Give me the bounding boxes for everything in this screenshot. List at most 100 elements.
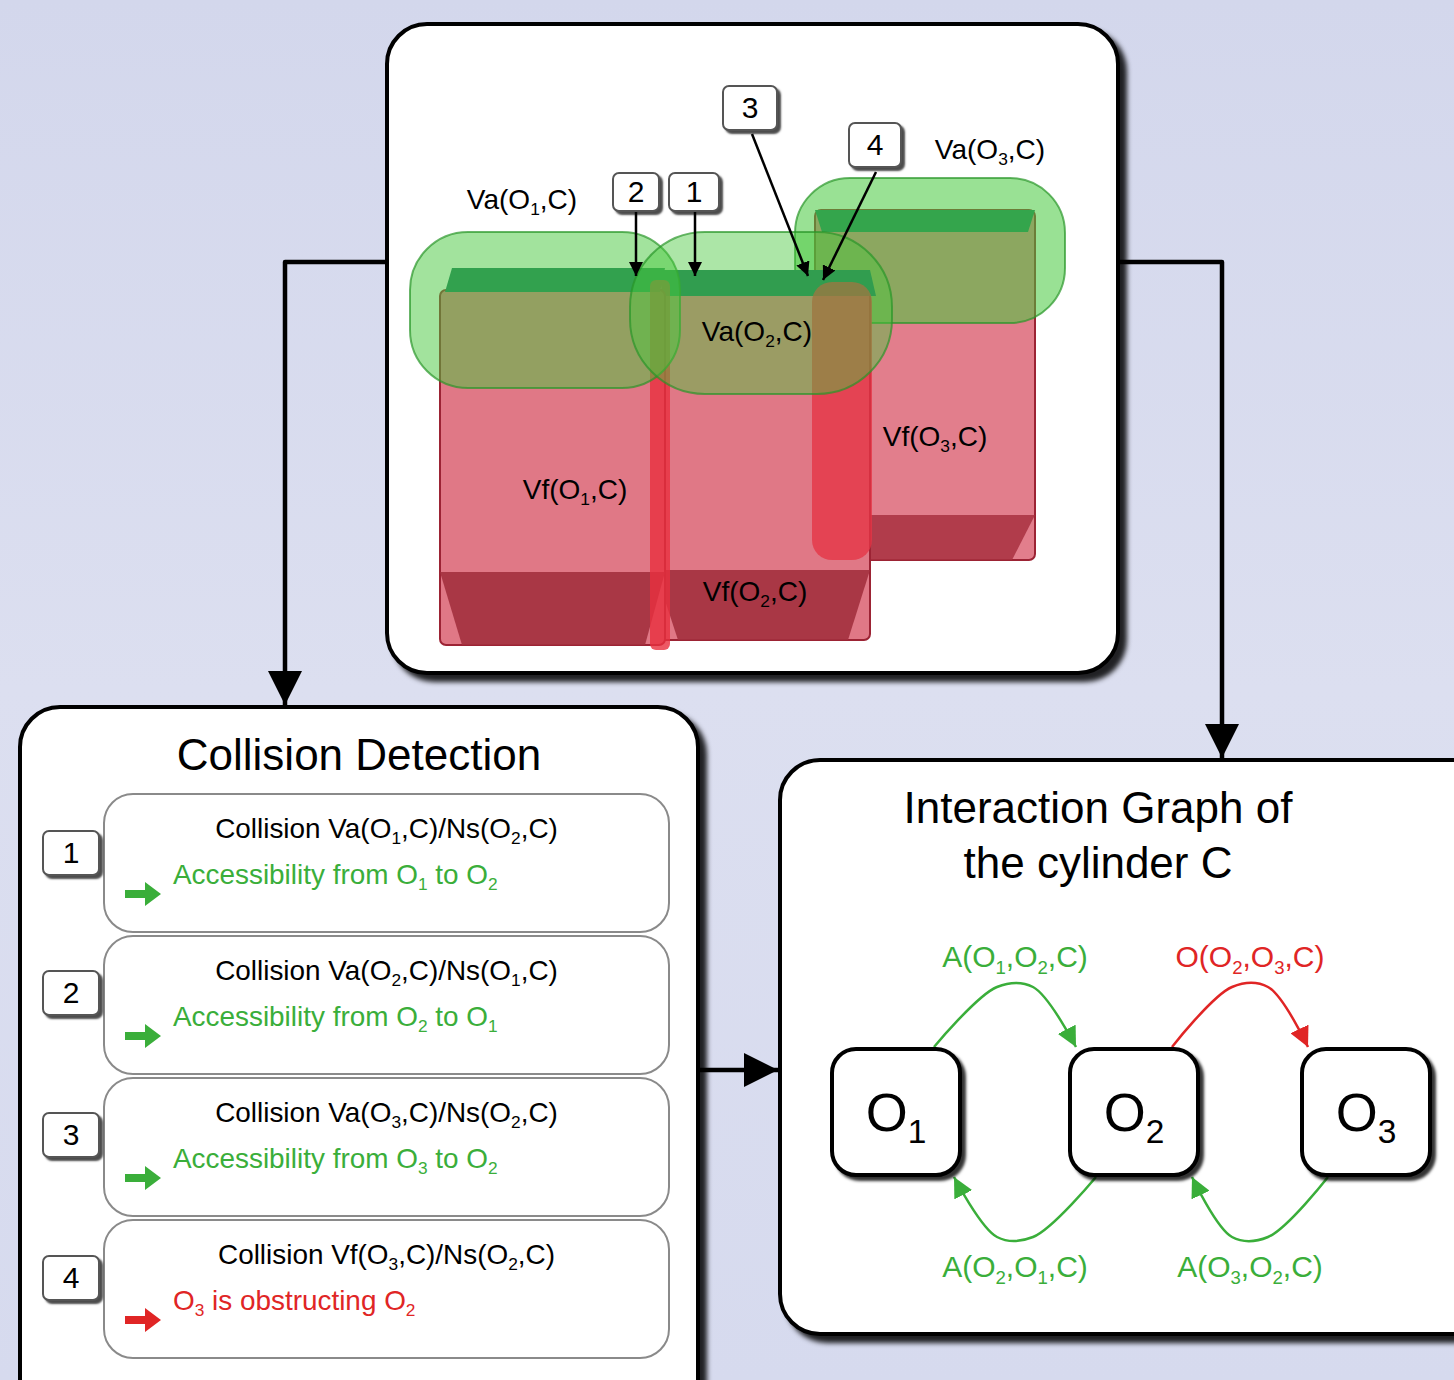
text-run: O (1014, 940, 1037, 973)
subscript: 1 (995, 957, 1005, 978)
collision-result: Accessibility from O2 to O1 (105, 1001, 668, 1033)
text-run: ,C) (521, 813, 558, 844)
text-run: ,C) (590, 474, 627, 505)
callout-number: 2 (42, 970, 100, 1016)
subscript: 3 (195, 1300, 205, 1320)
object-node: O3 (1300, 1047, 1432, 1177)
subscript: 2 (760, 591, 770, 611)
text-run: , (1242, 940, 1250, 973)
arrow-glyph (125, 882, 161, 906)
text-run: ,C) (521, 1097, 558, 1128)
text-run: ,C) (518, 1239, 555, 1270)
arrow-glyph (125, 1166, 161, 1190)
result-row: O3 is obstructing O2 (105, 1285, 668, 1317)
text-run: Accessibility from (173, 1001, 396, 1032)
text-run: O (976, 134, 998, 165)
subscript: 2 (1146, 1113, 1165, 1150)
subscript: 3 (418, 1158, 428, 1178)
text-run: O (743, 316, 765, 347)
collision-result: O3 is obstructing O2 (105, 1285, 668, 1317)
text-run: O (972, 1250, 995, 1283)
text-run: O (972, 940, 995, 973)
text-run: ,C) (521, 955, 558, 986)
subscript: 3 (940, 436, 950, 456)
connector-arrow (1172, 983, 1308, 1047)
text-run: O (1104, 1082, 1146, 1142)
collision-item: Collision Va(O3,C)/Ns(O2,C) Accessibility… (103, 1077, 670, 1217)
collision-pair: Collision Va(O3,C)/Ns(O2,C) (105, 1097, 668, 1129)
text-run: Collision Va( (215, 813, 370, 844)
result-arrow (123, 1305, 163, 1335)
text-run: Va( (467, 184, 509, 215)
text-run: O (1249, 1250, 1272, 1283)
text-run: ,C) (1285, 940, 1325, 973)
text-run: O (559, 474, 581, 505)
subscript: 3 (1274, 957, 1284, 978)
volume-label: Va(O1,C) (467, 184, 577, 216)
connector-arrow (700, 1068, 778, 1073)
text-run: Vf( (703, 576, 739, 607)
connector-arrow (954, 1177, 1096, 1241)
object-node: O1 (830, 1047, 962, 1177)
panel-title: Interaction Graph of the cylinder C (888, 780, 1308, 890)
text-run: O (508, 184, 530, 215)
text-run: O (396, 859, 418, 890)
subscript: 1 (580, 489, 590, 509)
text-run: O (1251, 940, 1274, 973)
callout-number: 3 (722, 85, 778, 131)
text-run: Collision Va( (215, 1097, 370, 1128)
text-run: A( (942, 1250, 972, 1283)
result-row: Accessibility from O3 to O2 (105, 1143, 668, 1175)
subscript: 2 (511, 1112, 521, 1132)
collision-item: Collision Va(O2,C)/Ns(O1,C)Accessibility… (103, 935, 670, 1075)
object-node: O2 (1068, 1047, 1200, 1177)
arrow-glyph (125, 1024, 161, 1048)
text-run: O (466, 1143, 488, 1174)
callout-number: 2 (612, 172, 660, 212)
result-row: Accessibility from O1 to O2 (105, 859, 668, 891)
text-run: Collision Vf( (218, 1239, 367, 1270)
text-run: O (396, 1143, 418, 1174)
panel-title: Collision Detection (49, 727, 669, 782)
subscript: 2 (765, 331, 775, 351)
text-run: ,C) (1283, 1250, 1323, 1283)
text-run: ,C) (770, 576, 807, 607)
text-run: ,C)/Ns( (401, 813, 489, 844)
text-run: O (489, 813, 511, 844)
text-run: to (428, 859, 467, 890)
edge-label: A(O1,O2,C) (942, 940, 1088, 974)
edge-label: A(O3,O2,C) (1177, 1250, 1323, 1284)
result-arrow (123, 1163, 163, 1193)
text-run: ,C)/Ns( (401, 955, 489, 986)
text-run: , (1241, 1250, 1249, 1283)
text-run: A( (1177, 1250, 1207, 1283)
text-run: O (370, 813, 392, 844)
text-run: Va( (935, 134, 977, 165)
volume-label: Vf(O3,C) (883, 421, 988, 453)
subscript: 3 (389, 1254, 399, 1274)
text-run: to (428, 1143, 467, 1174)
text-run: ,C)/Ns( (398, 1239, 486, 1270)
text-run: O (396, 1001, 418, 1032)
text-run: ,C) (540, 184, 577, 215)
text-run: O (1014, 1250, 1037, 1283)
text-run: Vf( (883, 421, 919, 452)
object-label: O1 (866, 1081, 927, 1143)
subscript: 2 (508, 1254, 518, 1274)
connector-arrow (934, 983, 1076, 1047)
result-row: Accessibility from O2 to O1 (105, 1001, 668, 1033)
collision-item: Collision Vf(O3,C)/Ns(O2,C)O3 is obstruc… (103, 1219, 670, 1359)
subscript: 3 (1378, 1113, 1397, 1150)
access-volume (630, 232, 892, 394)
subscript: 1 (418, 874, 428, 894)
text-run: ,C) (775, 316, 812, 347)
subscript: 2 (1038, 957, 1048, 978)
volume-label: Va(O2,C) (702, 316, 812, 348)
text-run: ,C) (1048, 1250, 1088, 1283)
subscript: 2 (391, 970, 401, 990)
object-label: O2 (1104, 1081, 1165, 1143)
text-run: , (1006, 940, 1014, 973)
leader-line (694, 212, 697, 276)
edge-label: A(O2,O1,C) (942, 1250, 1088, 1284)
text-run: O (173, 1285, 195, 1316)
